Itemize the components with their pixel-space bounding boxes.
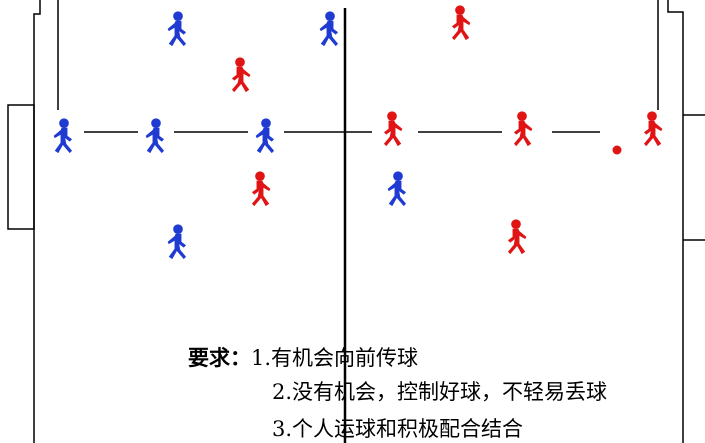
red-player-4 [513,111,533,147]
red-player-7 [507,219,527,255]
red-player-1 [451,5,471,41]
blue-player-7 [167,224,187,260]
blue-player-5 [255,118,275,154]
left-goal-box [7,104,35,230]
blue-player-6 [387,171,407,207]
players-layer [53,5,663,260]
blue-player-1 [167,11,187,47]
requirement-item-1: 1.有机会向前传球 [251,346,419,370]
requirements-line-1: 要求：1.有机会向前传球 [188,347,418,369]
left-touch-frame [33,0,41,443]
requirement-item-2: 2.没有机会，控制好球，不轻易丢球 [272,380,608,404]
blue-player-2 [319,11,339,47]
field-lines [7,0,705,443]
ball [612,145,622,155]
blue-player-3 [53,118,73,154]
requirement-item-3: 3.个人运球和积极配合结合 [272,417,524,441]
red-player-6 [251,171,271,207]
red-player-3 [383,111,403,147]
requirements-title: 要求： [188,345,251,370]
right-touch-frame [667,0,684,443]
red-player-2 [231,57,251,93]
blue-player-4 [145,118,165,154]
red-player-5 [643,111,663,147]
